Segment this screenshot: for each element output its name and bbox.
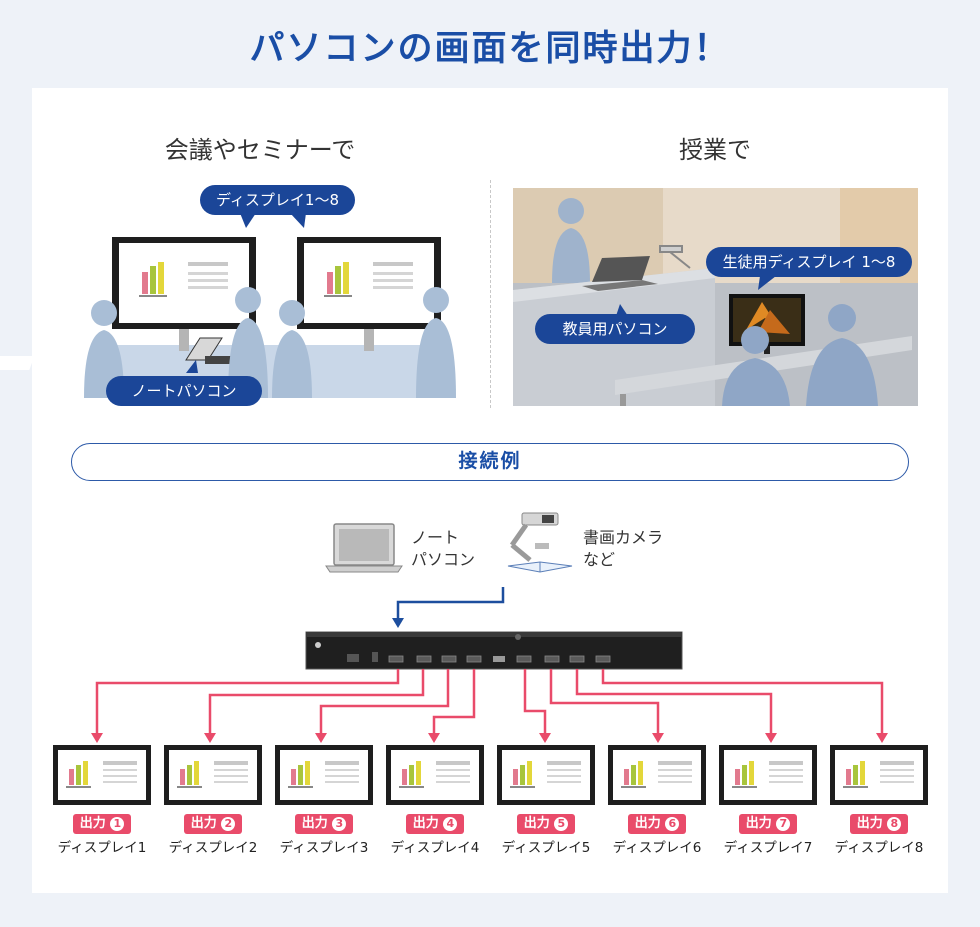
student-silhouettes bbox=[722, 304, 878, 406]
output-badge-5: 出力 5 bbox=[517, 814, 575, 834]
output-display-7-icon bbox=[719, 745, 817, 805]
output-wires bbox=[95, 669, 884, 735]
source-camera-line-2: など bbox=[583, 550, 616, 569]
source-laptop-icon bbox=[325, 523, 403, 573]
output-name-2: ディスプレイ2 bbox=[168, 840, 258, 856]
conference-laptop-icon bbox=[185, 337, 241, 364]
conference-display-1-icon bbox=[112, 237, 256, 351]
conference-display-2-icon bbox=[297, 237, 441, 351]
scene-divider bbox=[490, 180, 491, 408]
teacher-laptop-icon bbox=[582, 256, 658, 291]
bubble-tail-laptop bbox=[186, 360, 198, 373]
page-title: パソコンの画面を同時出力！ bbox=[249, 29, 731, 69]
output-badge-2: 出力 2 bbox=[184, 814, 242, 834]
output-display-2-icon bbox=[164, 745, 262, 805]
bubble-tail-teacher bbox=[616, 304, 628, 316]
source-laptop-line-2: パソコン bbox=[411, 550, 476, 569]
output-name-7: ディスプレイ7 bbox=[723, 840, 813, 856]
output-display-1-icon bbox=[53, 745, 151, 805]
source-camera-label: 書画カメラ など bbox=[583, 527, 663, 571]
input-arrow bbox=[396, 587, 505, 620]
source-document-camera-icon bbox=[507, 512, 573, 573]
output-badge-3: 出力 3 bbox=[295, 814, 353, 834]
output-badge-7: 出力 7 bbox=[739, 814, 797, 834]
output-display-5-icon bbox=[497, 745, 595, 805]
bubble-teacher-pc: 教員用パソコン bbox=[535, 314, 695, 344]
output-display-8-icon bbox=[830, 745, 928, 805]
scene-classroom-title: 授業で bbox=[679, 136, 751, 164]
connection-example-label: 接続例 bbox=[71, 443, 909, 481]
output-name-4: ディスプレイ4 bbox=[390, 840, 480, 856]
output-badge-4: 出力 4 bbox=[406, 814, 464, 834]
output-name-8: ディスプレイ8 bbox=[834, 840, 924, 856]
output-badge-1: 出力 1 bbox=[73, 814, 131, 834]
classroom-illustration bbox=[513, 188, 918, 406]
source-camera-line-1: 書画カメラ bbox=[583, 528, 664, 547]
bubble-student-displays: 生徒用ディスプレイ 1〜8 bbox=[706, 247, 912, 277]
source-laptop-label: ノート パソコン bbox=[411, 527, 475, 571]
output-name-6: ディスプレイ6 bbox=[612, 840, 702, 856]
bubble-laptop: ノートパソコン bbox=[106, 376, 262, 406]
bubble-displays: ディスプレイ1〜8 bbox=[200, 185, 355, 215]
output-name-5: ディスプレイ5 bbox=[501, 840, 591, 856]
output-display-3-icon bbox=[275, 745, 373, 805]
conference-illustration bbox=[0, 237, 456, 398]
classroom-document-camera-icon bbox=[659, 245, 691, 269]
teacher-silhouette bbox=[552, 198, 590, 283]
output-display-6-icon bbox=[608, 745, 706, 805]
output-name-3: ディスプレイ3 bbox=[279, 840, 369, 856]
output-display-4-icon bbox=[386, 745, 484, 805]
bubble-tail-student bbox=[758, 276, 776, 290]
output-badge-6: 出力 6 bbox=[628, 814, 686, 834]
scene-conference-title: 会議やセミナーで bbox=[164, 136, 356, 164]
bubble-tail-displays bbox=[240, 213, 256, 228]
output-name-1: ディスプレイ1 bbox=[57, 840, 147, 856]
source-laptop-line-1: ノート bbox=[411, 528, 460, 547]
hdmi-splitter-device bbox=[305, 631, 683, 670]
output-badge-8: 出力 8 bbox=[850, 814, 908, 834]
